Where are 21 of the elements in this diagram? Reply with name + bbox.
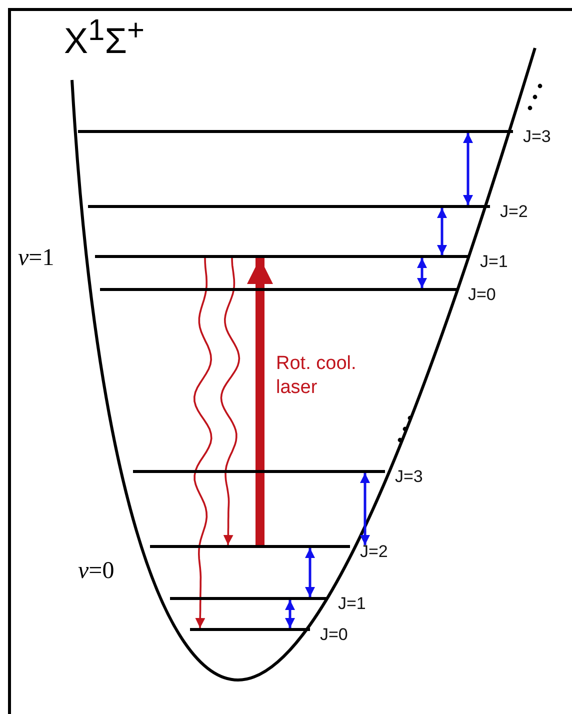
vibrational-label: v=0 <box>78 558 114 585</box>
level-label: J=0 <box>320 625 348 645</box>
level-label: J=3 <box>395 467 423 487</box>
double-arrow <box>285 600 295 628</box>
title-label: X$^{1}$Σ$^{+}$ <box>64 14 144 62</box>
edge-label: Rot. cool. laser <box>276 352 358 400</box>
double-arrow <box>360 473 370 545</box>
vibrational-label: v=1 <box>18 245 54 272</box>
double-arrow <box>305 548 315 597</box>
level-label: J=2 <box>500 202 528 222</box>
level-label: J=3 <box>523 127 551 147</box>
level-label: J=1 <box>338 594 366 614</box>
double-arrow <box>437 208 447 255</box>
double-arrow <box>463 133 473 205</box>
double-arrow <box>417 258 427 288</box>
wavy-arrow <box>194 258 212 628</box>
wavy-arrow <box>220 258 240 546</box>
level-label: J=0 <box>468 285 496 305</box>
laser-arrow <box>247 258 273 545</box>
level-label: J=2 <box>360 542 388 562</box>
level-label: J=1 <box>480 252 508 272</box>
